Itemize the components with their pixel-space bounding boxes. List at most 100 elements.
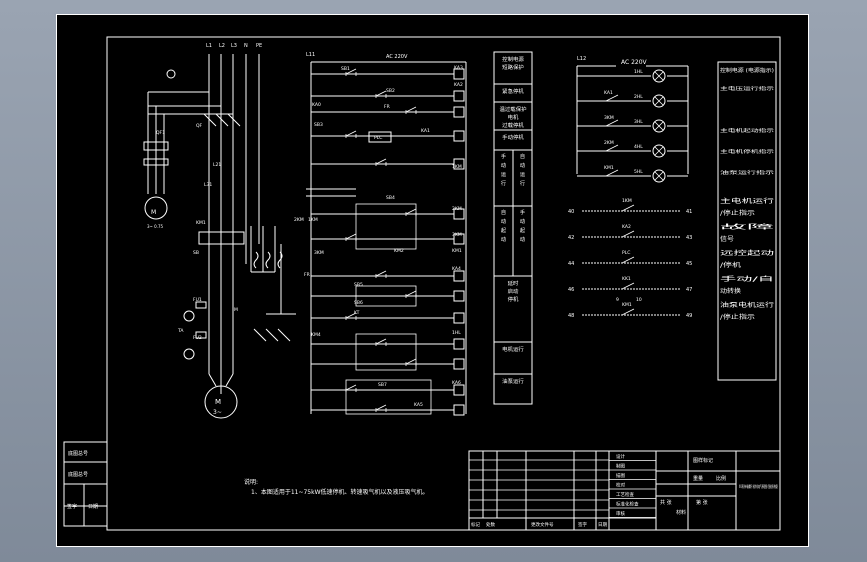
tb-bottom-1: 处数 xyxy=(486,521,495,528)
phase-L3: L3 xyxy=(231,43,237,49)
terminal-contact-0: 1KM xyxy=(622,198,632,204)
power-label-sb: SB xyxy=(193,250,199,256)
indicator-lamp-3: 4HL xyxy=(634,144,643,150)
tb-row-1: 制图 xyxy=(616,463,625,470)
main-motor-sub: 3~ xyxy=(213,409,222,416)
indicator-relay-2: 3KM xyxy=(604,115,614,121)
control-label-ka2: KA2 xyxy=(454,82,463,88)
outer-frame xyxy=(56,14,809,547)
control-label-1hl: 1HL xyxy=(452,330,461,336)
control-label-ka4: KA4 xyxy=(452,266,461,272)
function-box-3: 手动停机 xyxy=(502,133,524,141)
tb-col-header-1: 重量 xyxy=(693,475,703,482)
tb-row-3: 校对 xyxy=(616,482,625,489)
lamp-icon-2 xyxy=(652,119,666,133)
power-label-m: M xyxy=(234,307,238,313)
indicator-lamp-1: 2HL xyxy=(634,94,643,100)
terminal-right-49: 49 xyxy=(686,313,692,319)
function-box-4: 手动运行 xyxy=(501,152,507,187)
terminal-desc-2-a: 远控起动 xyxy=(720,249,774,257)
side-table-3: 日期 xyxy=(88,504,98,510)
tb-col-header-2: 比例 xyxy=(716,475,726,482)
inner-frame xyxy=(106,36,781,531)
terminal-extra-9: 9 xyxy=(616,297,619,303)
terminal-contact-4: KM1 xyxy=(622,302,632,308)
control-label-ka1: KA1 xyxy=(421,128,430,134)
control-label-km1: KM1 xyxy=(452,248,462,254)
terminal-left-48: 48 xyxy=(568,313,574,319)
terminal-desc-3-a: 手动/自 xyxy=(720,275,774,283)
function-box-10: 油泵运行 xyxy=(502,377,524,385)
power-label-2km: 2KM xyxy=(294,217,304,223)
power-label-km1: KM1 xyxy=(196,220,206,226)
terminal-contact-2: PLC xyxy=(622,250,630,256)
description-column xyxy=(717,61,777,381)
control-label-sb7: SB7 xyxy=(378,382,387,388)
notes-heading: 说明: xyxy=(244,478,258,486)
tb-sheet-1: 第 张 xyxy=(696,499,708,506)
power-label-3km: 3KM xyxy=(314,250,324,256)
indicator-desc-0: 主电压运行指示 xyxy=(720,85,775,92)
function-box-0: 控制电源短路保护 xyxy=(502,55,524,71)
indicator-lamp-0: 1HL xyxy=(634,69,643,75)
tb-row-6: 审核 xyxy=(616,510,625,517)
power-label-fu1: FU1 xyxy=(193,297,202,303)
control-label-plc: PLC xyxy=(374,135,382,141)
indicator-lamp-2: 3HL xyxy=(634,119,643,125)
phase-N: N xyxy=(244,43,248,49)
terminal-right-45: 45 xyxy=(686,261,692,267)
terminal-desc-1-b: 信号 xyxy=(720,235,734,243)
function-box-6: 自动起动 xyxy=(501,208,507,243)
tb-drawing-title: XX系列单级螺杆 制冷机电气原理图 (智能系统版) xyxy=(739,483,778,490)
tb-col-header-0: 图样标记 xyxy=(693,457,713,464)
terminal-desc-4-a: 油泵电机运行 xyxy=(720,301,774,309)
terminal-left-46: 46 xyxy=(568,287,574,293)
power-circuit xyxy=(143,54,296,419)
tb-bottom-4: 日期 xyxy=(598,522,607,528)
terminal-extra-10: 10 xyxy=(636,297,642,303)
terminal-desc-0-a: 主电机运行 xyxy=(720,197,774,205)
control-label-sb1: SB1 xyxy=(341,66,350,72)
power-label-fu2: FU2 xyxy=(193,335,202,341)
side-table-0: 底图总号 xyxy=(68,450,88,457)
control-circuit xyxy=(306,61,467,416)
tb-row-5: 标准化检查 xyxy=(616,501,639,508)
power-label-fr: FR xyxy=(304,272,310,278)
lamp-icon-1 xyxy=(652,94,666,108)
function-box-5: 自动运行 xyxy=(520,152,526,187)
tb-row-0: 设计 xyxy=(616,453,625,460)
tb-row-2: 描图 xyxy=(616,472,625,479)
thermal-relay-block xyxy=(198,231,245,245)
main-motor-label: M xyxy=(215,398,221,406)
function-box-9: 电机运行 xyxy=(502,345,524,353)
main-motor-icon xyxy=(204,385,238,419)
small-motor-label: M xyxy=(151,209,156,216)
tb-material: 材料 xyxy=(676,509,686,516)
lamp-icon-0 xyxy=(652,69,666,83)
lamp-icon-4 xyxy=(652,169,666,183)
function-box-frame-10 xyxy=(493,373,533,405)
control-label-sb5: SB5 xyxy=(354,282,363,288)
control-label-km2: KM2 xyxy=(394,248,404,254)
terminal-right-41: 41 xyxy=(686,209,692,215)
control-label-fr: FR xyxy=(384,104,390,110)
control-label-sb2: SB2 xyxy=(386,88,395,94)
small-motor-sub: 3~ 0.75 xyxy=(147,224,164,229)
power-label-qf: QF xyxy=(196,123,203,129)
power-label-1km: 1KM xyxy=(308,217,318,223)
tb-sheet-0: 共 张 xyxy=(660,499,672,506)
terminal-desc-4-b: /停止指示 xyxy=(720,313,755,321)
side-table xyxy=(63,441,108,527)
supply-left-label: L11 xyxy=(306,52,315,58)
terminal-desc-0-b: /停止指示 xyxy=(720,209,755,217)
terminal-right-43: 43 xyxy=(686,235,692,241)
terminal-left-44: 44 xyxy=(568,261,574,267)
function-box-7: 手动起动 xyxy=(520,208,526,243)
control-label-ka6: KA6 xyxy=(452,380,461,386)
terminal-contact-1: KA2 xyxy=(622,224,631,230)
notes-line-1: 1、本图适用于11~75kW低速停机、转速吸气机以及液压吸气机。 xyxy=(251,488,429,496)
